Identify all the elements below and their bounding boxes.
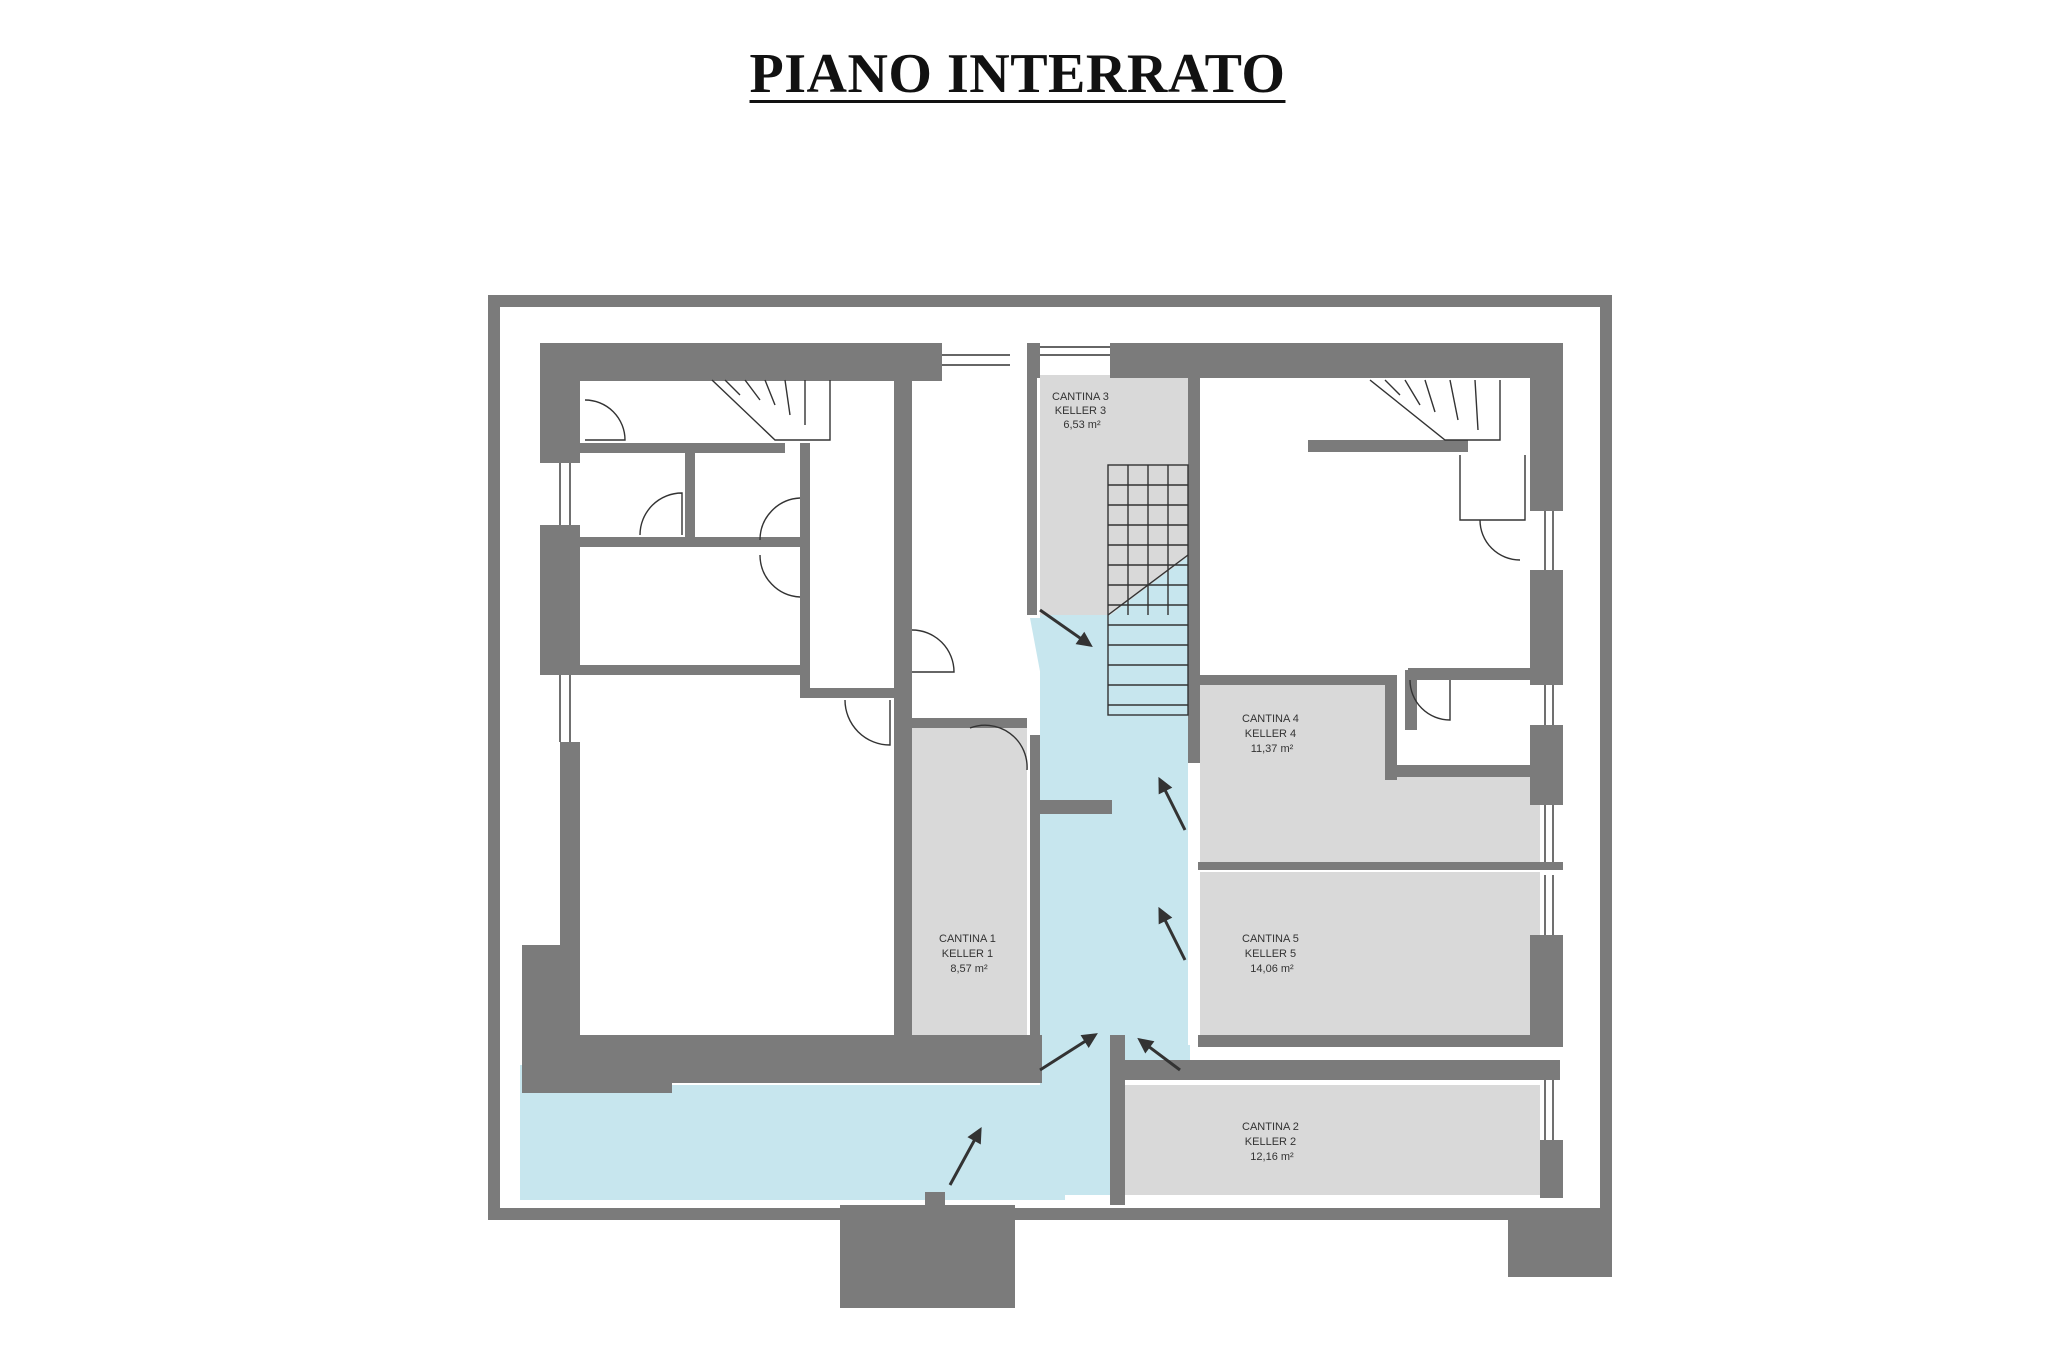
window-left-1 — [559, 463, 571, 525]
wall-cellar3-right — [1188, 343, 1200, 763]
arrowhead — [1075, 631, 1093, 647]
door-swing-5 — [911, 629, 955, 673]
cantina-2-label: CANTINA 2 KELLER 2 12,16 m² — [1242, 1121, 1302, 1163]
wall-left-mid — [540, 525, 580, 675]
wall-right-box — [1408, 668, 1540, 680]
arrowhead — [1158, 906, 1173, 925]
room-labels: CANTINA 1 KELLER 1 8,57 m² CANTINA 2 KEL… — [939, 391, 1302, 1163]
light-well-bottom — [840, 1205, 1015, 1308]
door-swing-9 — [1479, 519, 1521, 561]
light-well-right — [1508, 1220, 1612, 1277]
wall-corridor-left — [912, 718, 1027, 728]
wall-left-bottom-pier — [522, 945, 580, 1045]
cellar-1-area — [912, 725, 1027, 1035]
wall-right-stub — [1405, 670, 1417, 730]
wall-cellar4-step-h — [1385, 765, 1540, 777]
cantina-1-label: CANTINA 1 KELLER 1 8,57 m² — [939, 933, 999, 975]
wall-right-side4 — [1530, 935, 1563, 1045]
cellar-2-area — [1125, 1085, 1540, 1195]
wall-right-inner-h — [1308, 440, 1468, 452]
fixtures — [559, 346, 1554, 1140]
wall-inner-h3 — [800, 688, 894, 698]
cantina-3-label: CANTINA 3 KELLER 3 6,53 m² — [1052, 391, 1112, 431]
door-swing-3 — [759, 497, 801, 541]
wall-inner-h2 — [580, 665, 810, 675]
cellar-3-area — [1040, 375, 1190, 615]
window-right-2 — [1544, 805, 1554, 862]
escape-arrows — [948, 608, 1187, 1186]
room-fills — [520, 375, 1540, 1200]
arrowhead — [1080, 1033, 1098, 1049]
wall-right-side5 — [1540, 1140, 1563, 1198]
cellar-4-area — [1200, 683, 1540, 865]
wall-right-side2 — [1530, 570, 1563, 685]
wall-corridor-v2 — [1030, 735, 1040, 1045]
door-swing-6 — [844, 699, 891, 746]
door-swing-7 — [969, 724, 1028, 771]
window-top-1 — [942, 354, 1010, 366]
arrowhead — [967, 1126, 982, 1145]
wall-inner-v1 — [894, 375, 912, 1035]
wall-corridor-v — [1027, 343, 1037, 615]
wall-cellar2-top — [1110, 1060, 1560, 1080]
wall-left-upper — [540, 343, 580, 463]
corridor-main — [520, 560, 1188, 1200]
window-right-3 — [1544, 875, 1554, 935]
door-swing-4 — [759, 554, 801, 598]
central-stair — [1107, 464, 1189, 716]
wall-inner-v2 — [685, 443, 695, 543]
wall-cellar4-step-v — [1385, 675, 1397, 780]
wall-inner-v3 — [800, 443, 810, 698]
window-right-4 — [1544, 1080, 1554, 1140]
arrowhead — [1137, 1037, 1155, 1054]
cantina-4-label: CANTINA 4 KELLER 4 11,37 m² — [1242, 713, 1302, 755]
pier-bottom — [925, 1192, 945, 1222]
door-swing-8 — [1409, 679, 1451, 721]
wall-cellar2-left — [1110, 1035, 1125, 1205]
wall-right-top — [1198, 343, 1563, 378]
wall-cellar-divider — [1198, 862, 1563, 870]
wall-cellar3-left — [1027, 343, 1040, 378]
window-top-2 — [1040, 346, 1110, 356]
stair-left — [711, 379, 831, 441]
wall-bottom-step — [522, 1035, 672, 1093]
arrowhead — [1158, 776, 1173, 795]
wall-cellar3-top — [1110, 343, 1198, 378]
window-left-2 — [559, 675, 571, 742]
door-swing-2 — [639, 492, 683, 536]
window-right-1 — [1544, 511, 1554, 570]
wall-stub — [1040, 800, 1112, 814]
cellar-5-area — [1200, 872, 1540, 1035]
cantina-5-label: CANTINA 5 KELLER 5 14,06 m² — [1242, 933, 1302, 975]
door-swing-1 — [584, 399, 626, 441]
walls — [488, 295, 1612, 1308]
wall-left-top — [540, 343, 942, 381]
stair-right — [1369, 379, 1526, 521]
plan-title: PIANO INTERRATO — [749, 43, 1286, 105]
wall-right-side — [1530, 343, 1563, 511]
wall-inner-h4 — [580, 443, 785, 453]
wall-cellar4-top — [1198, 675, 1390, 685]
window-right-5 — [1544, 685, 1554, 725]
wall-cellar5-bottom — [1198, 1035, 1563, 1047]
